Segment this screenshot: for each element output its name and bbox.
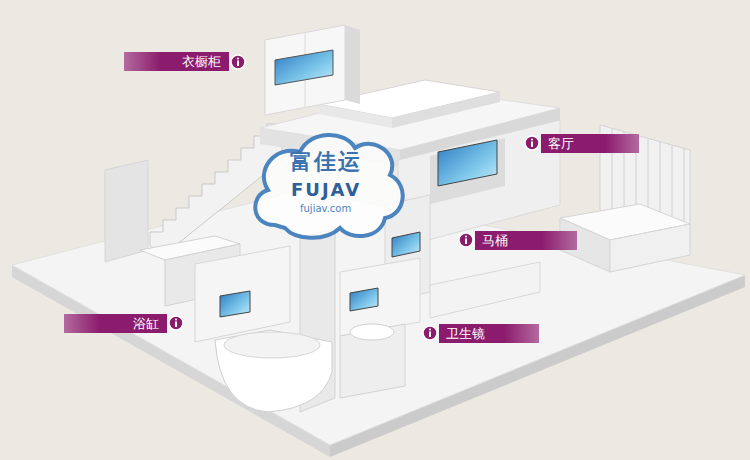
callout-band: 浴缸 (64, 314, 167, 333)
watermark-text: fujiav.com (300, 203, 351, 214)
callout-band: 衣橱柜 (124, 52, 229, 71)
callout-band: 客厅 (541, 134, 639, 153)
callout-band: 卫生镜 (439, 324, 539, 343)
callout-text: 客厅 (548, 136, 574, 151)
callout-band: 马桶 (475, 231, 577, 250)
watermark-cloud (255, 135, 402, 238)
info-icon (169, 55, 539, 340)
callout-text: 浴缸 (133, 316, 159, 331)
callout-text: 衣橱柜 (182, 54, 221, 69)
watermark-text: 富佳运 (290, 150, 362, 174)
callout-text: 卫生镜 (446, 326, 485, 341)
callout-text: 马桶 (482, 233, 508, 248)
watermark-text: FUJAV (291, 180, 361, 200)
